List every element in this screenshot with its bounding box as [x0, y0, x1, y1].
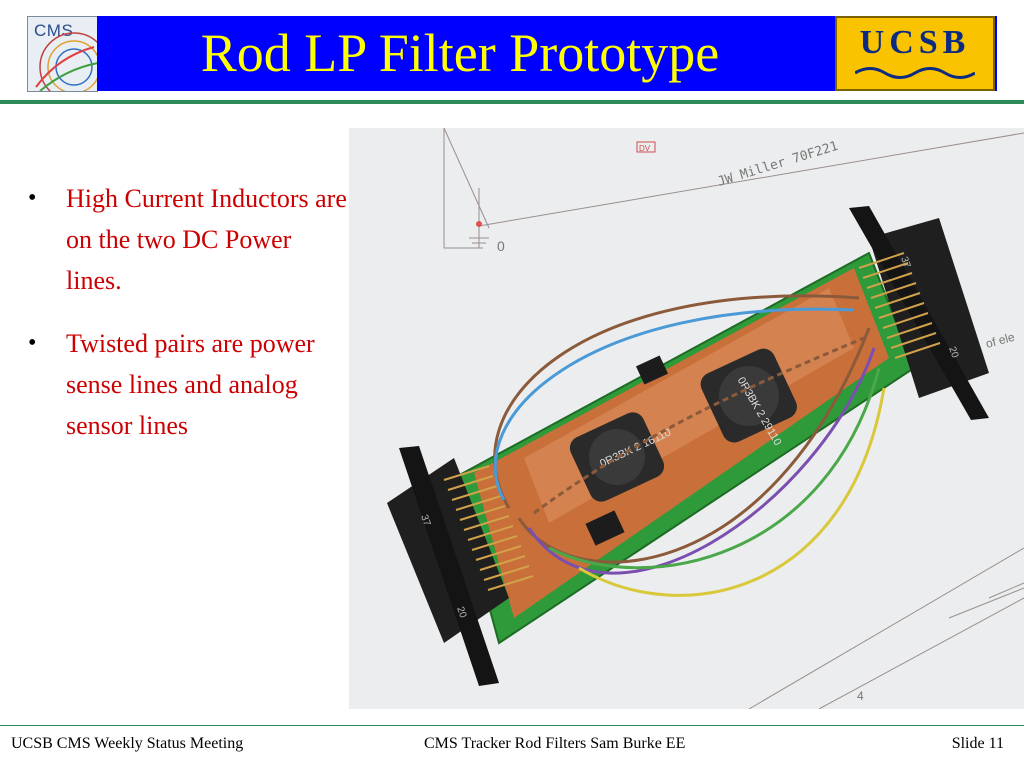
header-rule — [0, 100, 1024, 104]
schematic-tag: DV — [639, 144, 651, 153]
left-connector-label-bottom: 20 — [454, 605, 468, 620]
footer-center: CMS Tracker Rod Filters Sam Burke EE — [424, 735, 686, 752]
wire-purple — [527, 347, 876, 575]
ucsb-logo: UCSB — [835, 16, 995, 91]
left-connector: 37 20 — [387, 446, 534, 686]
schematic-value: 0 — [497, 238, 505, 254]
wire-green — [548, 367, 881, 570]
right-connector-label-bottom: 20 — [946, 345, 960, 360]
footer-right: Slide 11 — [951, 735, 1004, 752]
right-connector: 37 20 — [849, 206, 989, 420]
filter-board-illustration: DV JW Miller 70F221 0 4 of ele 0R3BK 2 1… — [387, 128, 1024, 709]
slide-title: Rod LP Filter Prototype — [200, 23, 720, 83]
bullet-icon: • — [28, 330, 37, 356]
schematic-part-text: JW Miller 70F221 — [716, 139, 840, 190]
small-component — [635, 355, 669, 385]
schematic-tag-box — [636, 141, 656, 153]
small-inductor — [585, 510, 625, 546]
bullet-list: • High Current Inductors are on the two … — [28, 178, 348, 468]
bullet-text: Twisted pairs are power sense lines and … — [66, 329, 315, 440]
footer-rule — [0, 725, 1024, 726]
wire-yellow — [578, 387, 886, 597]
schematic-node-icon — [476, 221, 482, 227]
bullet-icon: • — [28, 185, 37, 211]
right-connector-label-top: 37 — [898, 255, 912, 270]
wire-blue — [493, 307, 855, 501]
cms-logo: CMS — [27, 16, 98, 92]
wire-brown-3 — [533, 336, 865, 515]
filter-prototype-photo: DV JW Miller 70F221 0 4 of ele 0R3BK 2 1… — [349, 128, 1024, 709]
bullet-text: High Current Inductors are on the two DC… — [66, 184, 347, 295]
cms-logo-graphic — [35, 32, 97, 91]
ucsb-logo-text: UCSB — [859, 24, 971, 61]
left-connector-label-top: 37 — [418, 513, 432, 528]
bullet-item: • Twisted pairs are power sense lines an… — [28, 323, 348, 446]
schematic-side-text: of ele — [984, 330, 1016, 351]
wire-brown-2 — [517, 327, 871, 564]
footer-left: UCSB CMS Weekly Status Meeting — [11, 735, 244, 752]
bullet-item: • High Current Inductors are on the two … — [28, 178, 348, 301]
schematic-corner: 4 — [857, 689, 864, 703]
ucsb-wave-icon — [855, 67, 975, 79]
